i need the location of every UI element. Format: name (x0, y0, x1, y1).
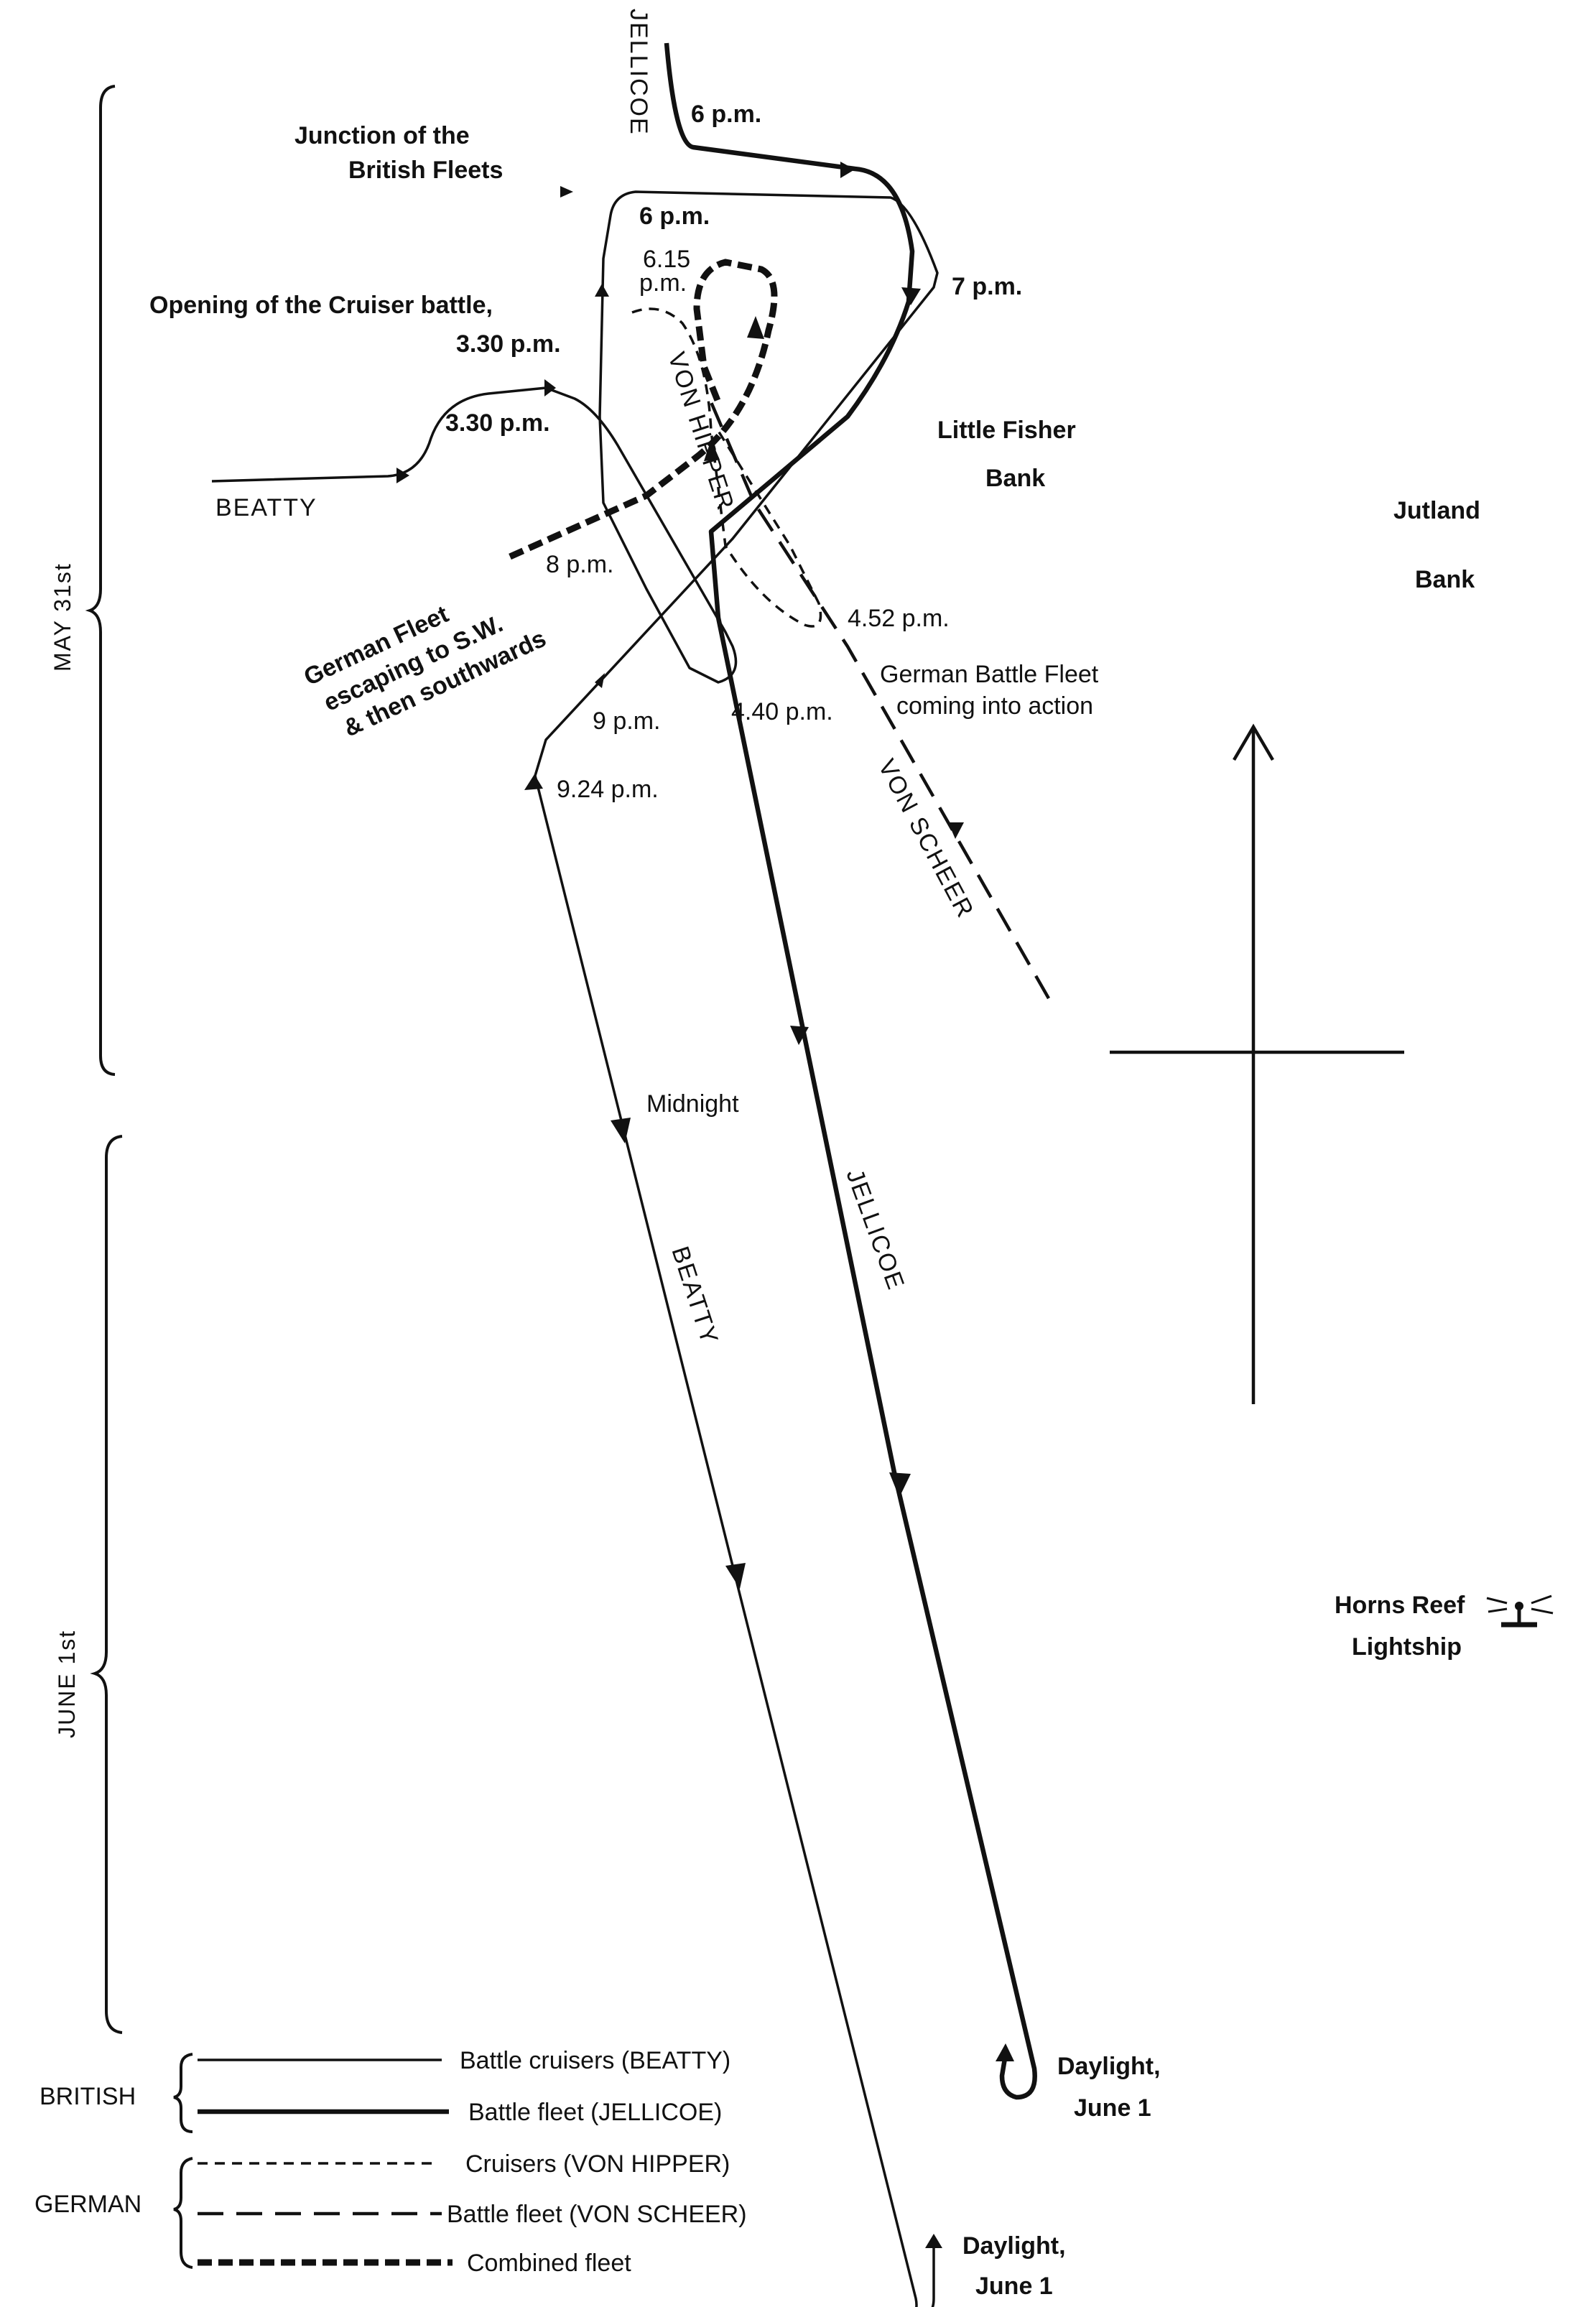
june-brace (90, 1135, 123, 2034)
jellicoe-arrow-3 (889, 1472, 911, 1498)
place-labels: Junction of the British Fleets Opening o… (149, 122, 1480, 1661)
horns-reef-label-2: Lightship (1352, 1633, 1462, 1661)
beatty-arrow-2 (544, 379, 556, 396)
legend-combined-label: Combined fleet (467, 2250, 631, 2277)
legend-beatty-label: Battle cruisers (BEATTY) (460, 2047, 730, 2074)
time-midnight: Midnight (646, 1090, 739, 1118)
time-330: 3.30 p.m. (445, 409, 550, 437)
legend-jellicoe-label: Battle fleet (JELLICOE) (468, 2099, 722, 2126)
beatty-arrow-7 (725, 1563, 746, 1589)
daylight-jellicoe-2: June 1 (1074, 2094, 1151, 2122)
legend: BRITISH GERMAN Battle cruisers (BEATTY) … (34, 2047, 747, 2277)
legend-hipper-label: Cruisers (VON HIPPER) (465, 2150, 730, 2178)
combined-path (509, 259, 778, 560)
cruiser-battle-label-2: 3.30 p.m. (456, 330, 561, 358)
legend-british-label: BRITISH (40, 2083, 136, 2110)
hipper-path (631, 307, 822, 628)
time-labels: 6 p.m. 6 p.m. 7 p.m. 6.15 p.m. 3.30 p.m.… (445, 101, 1161, 2300)
daylight-beatty-2: June 1 (975, 2273, 1053, 2300)
may-brace (85, 85, 116, 1076)
hipper-label: VON HIPPER (662, 349, 739, 514)
jellicoe-top-label: JELLICOE (625, 9, 652, 136)
junction-label-1: Junction of the (294, 122, 470, 149)
time-8pm: 8 p.m. (546, 551, 613, 578)
beatty-track (211, 186, 942, 2307)
beatty-arrow-8 (925, 2234, 942, 2248)
may-label: MAY 31st (50, 562, 75, 672)
scheer-label: VON SCHEER (873, 755, 979, 923)
lightship-icon (1486, 1595, 1554, 1628)
cruiser-battle-label-1: Opening of the Cruiser battle, (149, 292, 493, 319)
little-fisher-label-1: Little Fisher (937, 417, 1076, 444)
time-615-1: 6.15 (643, 246, 690, 273)
time-452: 4.52 p.m. (848, 605, 950, 632)
beatty-start-label: BEATTY (215, 494, 317, 521)
german-battle-fleet-label-1: German Battle Fleet (880, 661, 1099, 688)
beatty-arrow-5 (595, 673, 605, 688)
jellicoe-path (664, 42, 1037, 2100)
legend-german-label: GERMAN (34, 2191, 141, 2218)
little-fisher-label-2: Bank (985, 465, 1045, 492)
jellicoe-arrow-1 (840, 162, 855, 178)
june-label: JUNE 1st (54, 1630, 80, 1738)
junction-label-2: British Fleets (348, 157, 503, 184)
hipper-arrow (704, 440, 720, 461)
legend-scheer-label: Battle fleet (VON SCHEER) (447, 2201, 747, 2228)
hipper-track (631, 307, 822, 628)
scheer-arrow (948, 822, 964, 839)
time-924: 9.24 p.m. (557, 776, 659, 803)
jutland-label-1: Jutland (1393, 497, 1480, 524)
timeline: MAY 31st JUNE 1st (50, 85, 123, 2034)
time-615-2: p.m. (639, 269, 687, 297)
time-7pm: 7 p.m. (952, 273, 1022, 300)
beatty-arrow-4 (560, 186, 573, 198)
beatty-arrow-3 (595, 284, 609, 297)
beatty-arrow-9 (524, 774, 543, 790)
combined-arrow (747, 316, 764, 339)
daylight-beatty-1: Daylight, (962, 2232, 1066, 2260)
jellicoe-track-label: JELLICOE (840, 1166, 909, 1294)
german-battle-fleet-label-2: coming into action (896, 692, 1093, 720)
scheer-track (709, 401, 1050, 1000)
horns-reef-label-1: Horns Reef (1335, 1592, 1465, 1619)
time-6pm-beatty: 6 p.m. (639, 203, 710, 230)
jellicoe-track (664, 42, 1037, 2100)
beatty-approach-path (211, 190, 939, 2307)
compass-cross-icon (1110, 723, 1404, 1404)
legend-british-brace (173, 2053, 193, 2133)
beatty-arrow-6 (611, 1118, 631, 1143)
legend-german-brace (173, 2157, 193, 2269)
time-9pm: 9 p.m. (593, 707, 660, 735)
daylight-jellicoe-1: Daylight, (1057, 2053, 1161, 2080)
time-440: 4.40 p.m. (731, 698, 833, 725)
jutland-label-2: Bank (1415, 566, 1475, 593)
combined-track (509, 259, 778, 560)
jellicoe-arrow-2 (901, 287, 921, 305)
jellicoe-arrow-4 (996, 2043, 1014, 2061)
beatty-arrow-1 (396, 468, 409, 483)
time-6pm-jellicoe: 6 p.m. (691, 101, 761, 128)
jellicoe-arrow-5 (790, 1026, 809, 1045)
